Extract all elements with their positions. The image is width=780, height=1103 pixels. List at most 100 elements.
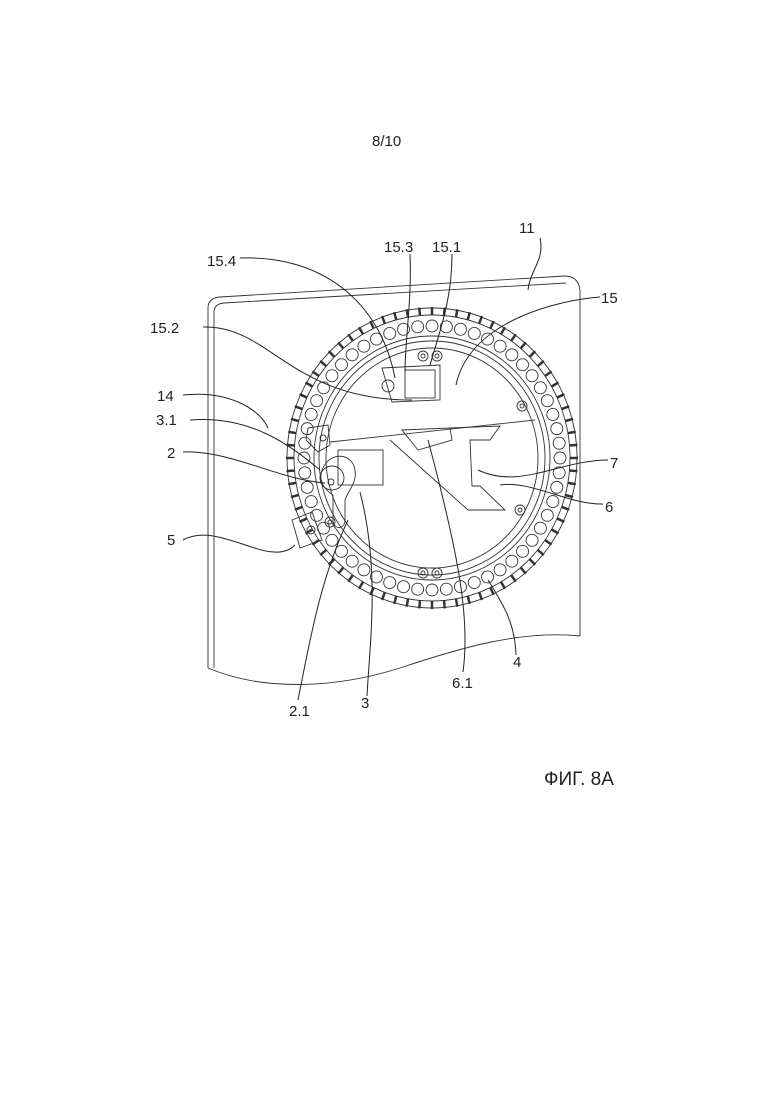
gear-tooth <box>538 361 544 366</box>
gear-tooth <box>348 575 353 582</box>
gear-tooth <box>320 361 326 366</box>
ring-hole <box>541 395 553 407</box>
gear-tooth <box>348 334 353 341</box>
gear-tooth <box>562 507 570 510</box>
gear-tooth <box>557 394 564 397</box>
ring-hole <box>454 323 466 335</box>
gear-tooth <box>444 600 445 608</box>
ring-hole <box>526 370 538 382</box>
gear-tooth <box>394 312 396 320</box>
ring-hole <box>547 408 559 420</box>
gear-tooth <box>291 495 299 497</box>
ring-hole <box>358 340 370 352</box>
gear-tooth <box>338 342 343 348</box>
ring-hole <box>346 349 358 361</box>
label-5: 5 <box>167 532 175 549</box>
gear-tooth <box>552 383 559 387</box>
ring-hole <box>494 564 506 576</box>
ring-hole <box>517 359 529 371</box>
gear-tooth <box>320 550 326 555</box>
gear-tooth <box>545 540 552 545</box>
gear-tooth <box>545 371 552 376</box>
ring-hole <box>335 545 347 557</box>
ring-hole <box>412 321 424 333</box>
ring-hole <box>534 382 546 394</box>
label-14: 14 <box>157 388 174 405</box>
gear-tooth <box>490 321 493 328</box>
gear-tooth <box>530 559 536 565</box>
label-11: 11 <box>519 220 535 237</box>
bolt <box>515 505 525 515</box>
bolt <box>418 351 428 361</box>
gear-tooth <box>468 312 470 320</box>
ring-hole <box>547 496 559 508</box>
gear-tooth <box>288 483 296 484</box>
ring-hole <box>468 577 480 589</box>
gear-tooth <box>295 406 303 409</box>
gear-tooth <box>479 592 482 600</box>
gear-tooth <box>456 309 457 317</box>
gear-tooth <box>521 342 526 348</box>
label-2-1: 2.1 <box>289 703 310 720</box>
ring-hole <box>426 584 438 596</box>
label-6-1: 6.1 <box>452 675 473 692</box>
gear-tooth <box>359 582 363 589</box>
gear-tooth <box>552 530 559 534</box>
gear-tooth <box>501 582 505 589</box>
gear-tooth <box>568 432 576 433</box>
gear-tooth <box>511 575 516 582</box>
ring-hole <box>398 581 410 593</box>
gear-tooth <box>419 600 420 608</box>
gear-tooth <box>407 309 408 317</box>
bolt <box>432 568 442 578</box>
ring-hole <box>305 408 317 420</box>
ring-hole <box>551 481 563 493</box>
label-15-2: 15.2 <box>150 320 179 337</box>
gear-tooth <box>338 568 343 574</box>
gear-tooth <box>300 394 307 397</box>
label-2: 2 <box>167 445 175 462</box>
gear-tooth <box>291 419 299 421</box>
page-number: 8/10 <box>372 133 401 150</box>
label-3-1: 3.1 <box>156 412 177 429</box>
ring-hole <box>301 481 313 493</box>
gear-tooth <box>530 351 536 357</box>
label-15-4: 15.4 <box>207 253 236 270</box>
ring-hole <box>494 340 506 352</box>
gear-tooth <box>521 568 526 574</box>
gear-tooth <box>538 550 544 555</box>
ring-hole <box>299 467 311 479</box>
gear-tooth <box>569 445 577 446</box>
ring-hole <box>326 370 338 382</box>
ring-hole <box>553 437 565 449</box>
ring-hole <box>506 349 518 361</box>
ring-hole <box>311 509 323 521</box>
ring-hole <box>384 577 396 589</box>
gear-tooth <box>419 308 420 316</box>
gear-tooth <box>569 470 577 471</box>
ring-hole <box>506 555 518 567</box>
ring-hole <box>326 534 338 546</box>
gear-tooth <box>300 518 307 521</box>
label-7: 7 <box>610 455 618 472</box>
gear-tooth <box>511 334 516 341</box>
gear-tooth <box>295 507 303 510</box>
gear-tooth <box>562 406 570 409</box>
gear-tooth <box>394 596 396 604</box>
ring-hole <box>482 333 494 345</box>
ring-hole <box>517 545 529 557</box>
gear-tooth <box>329 351 335 357</box>
figure-caption: ФИГ. 8А <box>544 769 614 790</box>
gear-tooth <box>382 316 385 324</box>
gear-tooth <box>288 432 296 433</box>
ring-hole <box>534 522 546 534</box>
gear-tooth <box>468 596 470 604</box>
gear-tooth <box>312 371 319 376</box>
ring-hole <box>482 571 494 583</box>
gear-tooth <box>565 419 573 421</box>
gear-tooth <box>565 495 573 497</box>
ring-gear <box>286 307 578 609</box>
ring-hole <box>554 452 566 464</box>
gear-tooth <box>359 327 363 334</box>
